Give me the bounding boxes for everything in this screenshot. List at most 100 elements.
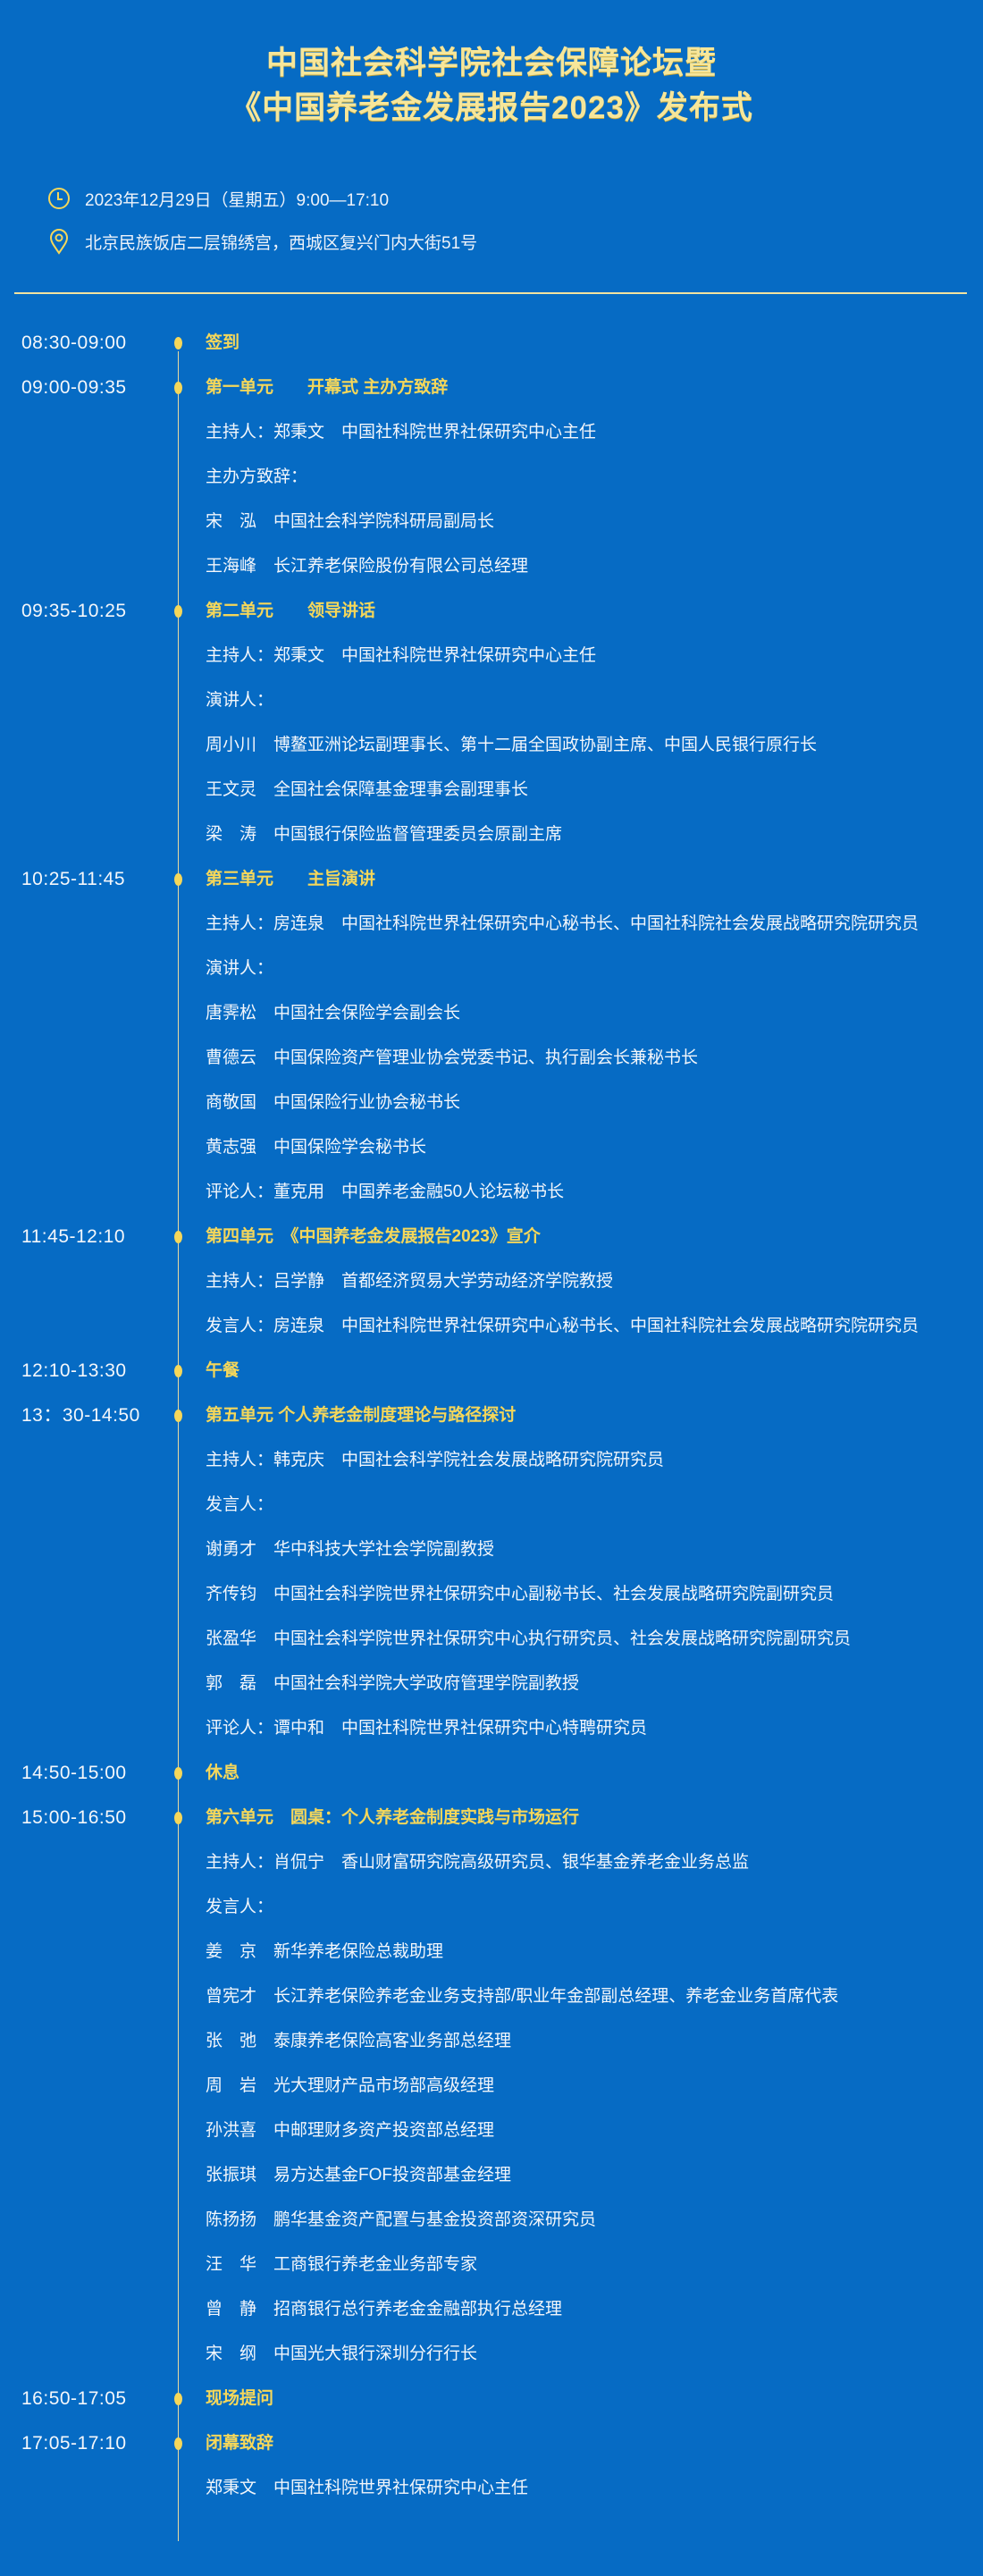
- schedule-item: 评论人：谭中和 中国社科院世界社保研究中心特聘研究员: [0, 1706, 983, 1751]
- schedule-item: 商敬国 中国保险行业协会秘书长: [0, 1081, 983, 1125]
- item-text: 谢勇才 华中科技大学社会学院副教授: [206, 1540, 495, 1559]
- item-text: 张盈华 中国社会科学院世界社保研究中心执行研究员、社会发展战略研究院副研究员: [206, 1629, 852, 1648]
- schedule-item: 张盈华 中国社会科学院世界社保研究中心执行研究员、社会发展战略研究院副研究员: [0, 1617, 983, 1662]
- schedule-item: 王文灵 全国社会保障基金理事会副理事长: [0, 768, 983, 812]
- timeline-dot-icon: [174, 1767, 182, 1780]
- item-text: 王海峰 长江养老保险股份有限公司总经理: [206, 557, 529, 576]
- item-text: 周 岩 光大理财产品市场部高级经理: [206, 2076, 495, 2095]
- session-title: 第四单元 《中国养老金发展报告2023》宣介: [206, 1227, 541, 1246]
- item-text: 唐霁松 中国社会保险学会副会长: [206, 1004, 461, 1023]
- item-text: 主持人：肖侃宁 香山财富研究院高级研究员、银华基金养老金业务总监: [206, 1853, 750, 1872]
- schedule-item: 发言人：: [0, 1483, 983, 1528]
- item-text: 曾宪才 长江养老保险养老金业务支持部/职业年金部副总经理、养老金业务首席代表: [206, 1987, 839, 2006]
- item-text: 主持人：郑秉文 中国社科院世界社保研究中心主任: [206, 646, 597, 665]
- event-title-line-1: 中国社会科学院社会保障论坛暨: [265, 46, 717, 80]
- schedule-item: 齐传钧 中国社会科学院世界社保研究中心副秘书长、社会发展战略研究院副研究员: [0, 1572, 983, 1617]
- timeline-line: [178, 351, 179, 2541]
- schedule-item: 宋 纲 中国光大银行深圳分行行长: [0, 2332, 983, 2377]
- item-text: 主办方致辞：: [206, 467, 308, 486]
- item-text: 主持人：韩克庆 中国社会科学院社会发展战略研究院研究员: [206, 1451, 665, 1469]
- schedule-item: 曾宪才 长江养老保险养老金业务支持部/职业年金部副总经理、养老金业务首席代表: [0, 1974, 983, 2019]
- header-divider: [14, 292, 967, 294]
- schedule-item: 王海峰 长江养老保险股份有限公司总经理: [0, 544, 983, 589]
- item-text: 黄志强 中国保险学会秘书长: [206, 1138, 427, 1157]
- session-title: 午餐: [206, 1361, 240, 1380]
- schedule-item: 张振琪 易方达基金FOF投资部基金经理: [0, 2153, 983, 2198]
- item-text: 梁 涛 中国银行保险监督管理委员会原副主席: [206, 825, 563, 844]
- location-pin-icon: [49, 229, 69, 255]
- schedule-item: 姜 京 新华养老保险总裁助理: [0, 1930, 983, 1974]
- schedule-item: 周 岩 光大理财产品市场部高级经理: [0, 2064, 983, 2109]
- item-text: 姜 京 新华养老保险总裁助理: [206, 1942, 444, 1961]
- schedule-session: 16:50-17:05 现场提问: [0, 2377, 983, 2421]
- schedule-item: 黄志强 中国保险学会秘书长: [0, 1125, 983, 1170]
- event-date: 2023年12月29日（星期五）9:00—17:10: [47, 185, 389, 212]
- session-title: 第一单元 开幕式 主办方致辞: [206, 378, 449, 397]
- session-time: 09:35-10:25: [21, 601, 127, 621]
- clock-icon: [48, 188, 70, 209]
- session-title: 第六单元 圆桌：个人养老金制度实践与市场运行: [206, 1808, 580, 1827]
- event-date-text: 2023年12月29日（星期五）9:00—17:10: [85, 190, 390, 210]
- schedule-item: 郑秉文 中国社科院世界社保研究中心主任: [0, 2466, 983, 2511]
- session-time: 11:45-12:10: [21, 1226, 126, 1247]
- session-title: 签到: [206, 333, 240, 352]
- session-time: 14:50-15:00: [21, 1763, 127, 1783]
- schedule-session: 09:00-09:35 第一单元 开幕式 主办方致辞: [0, 366, 983, 410]
- session-title: 现场提问: [206, 2389, 274, 2408]
- schedule-item: 陈扬扬 鹏华基金资产配置与基金投资部资深研究员: [0, 2198, 983, 2243]
- schedule-item: 主持人：肖侃宁 香山财富研究院高级研究员、银华基金养老金业务总监: [0, 1840, 983, 1885]
- timeline-dot-icon: [174, 1231, 182, 1243]
- schedule-item: 演讲人：: [0, 947, 983, 991]
- schedule-item: 曾 静 招商银行总行养老金金融部执行总经理: [0, 2287, 983, 2332]
- timeline-dot-icon: [174, 337, 182, 349]
- schedule-session: 12:10-13:30 午餐: [0, 1349, 983, 1393]
- item-text: 演讲人：: [206, 691, 274, 710]
- item-text: 周小川 博鳌亚洲论坛副理事长、第十二届全国政协副主席、中国人民银行原行长: [206, 736, 818, 754]
- schedule-session: 11:45-12:10 第四单元 《中国养老金发展报告2023》宣介: [0, 1215, 983, 1259]
- schedule-item: 梁 涛 中国银行保险监督管理委员会原副主席: [0, 812, 983, 857]
- timeline-dot-icon: [174, 2393, 182, 2405]
- session-time: 09:00-09:35: [21, 377, 127, 398]
- item-text: 孙洪喜 中邮理财多资产投资部总经理: [206, 2121, 495, 2140]
- schedule-item: 唐霁松 中国社会保险学会副会长: [0, 991, 983, 1036]
- item-text: 宋 泓 中国社会科学院科研局副局长: [206, 512, 495, 531]
- item-text: 郭 磊 中国社会科学院大学政府管理学院副教授: [206, 1674, 580, 1693]
- item-text: 郑秉文 中国社科院世界社保研究中心主任: [206, 2479, 529, 2497]
- schedule-item: 曹德云 中国保险资产管理业协会党委书记、执行副会长兼秘书长: [0, 1036, 983, 1081]
- session-title: 闭幕致辞: [206, 2434, 274, 2453]
- session-title: 第五单元 个人养老金制度理论与路径探讨: [206, 1406, 517, 1425]
- item-text: 商敬国 中国保险行业协会秘书长: [206, 1093, 461, 1112]
- session-title: 第三单元 主旨演讲: [206, 870, 376, 888]
- schedule-item: 演讲人：: [0, 678, 983, 723]
- schedule-item: 主持人：韩克庆 中国社会科学院社会发展战略研究院研究员: [0, 1438, 983, 1483]
- item-text: 评论人：谭中和 中国社科院世界社保研究中心特聘研究员: [206, 1719, 648, 1738]
- event-title-line-2: 《中国养老金发展报告2023》发布式: [230, 90, 753, 125]
- session-title: 第二单元 领导讲话: [206, 602, 376, 620]
- item-text: 主持人：房连泉 中国社科院世界社保研究中心秘书长、中国社科院社会发展战略研究院研…: [206, 914, 920, 933]
- session-time: 17:05-17:10: [21, 2433, 127, 2454]
- timeline-dot-icon: [174, 1410, 182, 1422]
- item-text: 汪 华 工商银行养老金业务部专家: [206, 2255, 478, 2274]
- schedule-session: 14:50-15:00 休息: [0, 1751, 983, 1796]
- item-text: 发言人：房连泉 中国社科院世界社保研究中心秘书长、中国社科院社会发展战略研究院研…: [206, 1317, 920, 1335]
- schedule-session: 13：30-14:50 第五单元 个人养老金制度理论与路径探讨: [0, 1393, 983, 1438]
- item-text: 张振琪 易方达基金FOF投资部基金经理: [206, 2166, 511, 2185]
- session-time: 16:50-17:05: [21, 2388, 127, 2409]
- schedule-session: 09:35-10:25 第二单元 领导讲话: [0, 589, 983, 634]
- schedule-item: 谢勇才 华中科技大学社会学院副教授: [0, 1528, 983, 1572]
- item-text: 王文灵 全国社会保障基金理事会副理事长: [206, 780, 529, 799]
- schedule-item: 主办方致辞：: [0, 455, 983, 500]
- session-title: 休息: [206, 1764, 240, 1782]
- session-time: 12:10-13:30: [21, 1360, 127, 1381]
- session-time: 13：30-14:50: [21, 1405, 140, 1426]
- schedule-item: 张 弛 泰康养老保险高客业务部总经理: [0, 2019, 983, 2064]
- schedule-item: 评论人：董克用 中国养老金融50人论坛秘书长: [0, 1170, 983, 1215]
- timeline-dot-icon: [174, 382, 182, 394]
- timeline-dot-icon: [174, 605, 182, 618]
- schedule-item: 汪 华 工商银行养老金业务部专家: [0, 2243, 983, 2287]
- item-text: 发言人：: [206, 1898, 274, 1916]
